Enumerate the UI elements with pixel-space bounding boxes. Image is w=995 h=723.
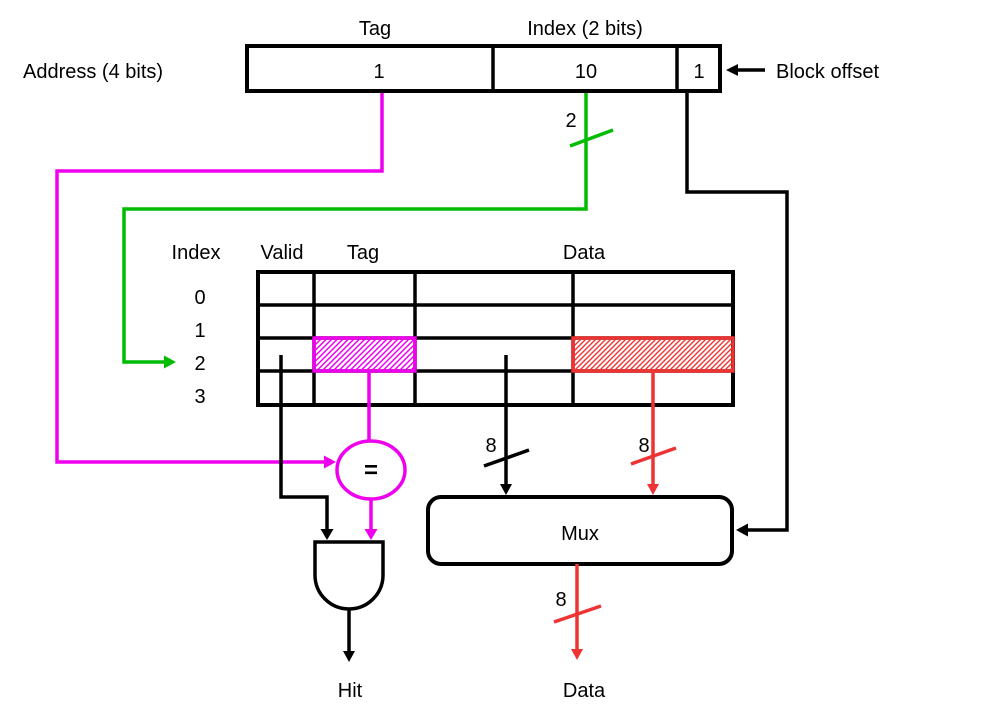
valid-readout-line (279, 355, 329, 529)
data-output-bus (553, 564, 602, 660)
index-bus-width-label: 2 (565, 110, 576, 132)
word0-arrowhead (500, 484, 512, 495)
mux-label: Mux (561, 523, 599, 545)
word1-bus-slash (630, 446, 677, 466)
word1-arrowhead (647, 484, 659, 495)
hit-arrowhead (343, 651, 355, 662)
cache-table (256, 270, 735, 407)
index-row-arrowhead (164, 355, 176, 369)
block-offset-pointer (726, 64, 765, 76)
index-bus-slash (569, 128, 614, 148)
valid-arrowhead (320, 529, 334, 540)
word1-bus (630, 371, 677, 495)
table-header-index: Index (172, 242, 221, 264)
tag-field-value: 1 (373, 61, 384, 83)
comparator (335, 371, 407, 540)
word1-bus-width-label: 8 (638, 435, 649, 457)
mux-box (426, 495, 734, 566)
row-label-1: 1 (194, 320, 205, 342)
word0-bus-slash (483, 448, 530, 468)
hit-label: Hit (338, 680, 363, 702)
address-label: Address (4 bits) (23, 61, 163, 83)
offset-field-value: 1 (693, 61, 704, 83)
and-gate-body (313, 540, 385, 611)
word0-bus-width-label: 8 (485, 435, 496, 457)
selected-data-cell (571, 336, 735, 373)
comparator-symbol: = (364, 457, 378, 484)
output-bus-width-label: 8 (555, 589, 566, 611)
row-label-2-selected: 2 (194, 353, 205, 375)
word0-bus (483, 355, 530, 495)
data-label: Data (563, 680, 606, 702)
table-header-tag: Tag (347, 242, 379, 264)
index-field-header: Index (2 bits) (527, 18, 643, 40)
row-label-0: 0 (194, 287, 205, 309)
tag-field-header: Tag (359, 18, 391, 40)
index-wire (122, 91, 614, 369)
block-offset-wire-path (685, 91, 789, 532)
valid-wire (279, 355, 334, 540)
block-offset-wire (685, 91, 789, 532)
tag-wire-path (55, 91, 384, 464)
data-output-arrowhead (571, 649, 583, 660)
block-offset-label: Block offset (776, 61, 879, 83)
block-offset-pointer-arrowhead (726, 64, 738, 76)
hit-output-wire (343, 609, 355, 662)
mux-select-arrowhead (736, 523, 748, 537)
tag-wire (55, 91, 384, 469)
index-field-value: 10 (575, 61, 597, 83)
address-register (245, 44, 765, 93)
and-gate (313, 540, 385, 611)
data-output-bus-slash (553, 604, 602, 624)
selected-tag-cell (312, 336, 417, 373)
comparator-output-arrowhead (364, 529, 378, 540)
row-label-3: 3 (194, 386, 205, 408)
tag-wire-arrowhead (324, 455, 336, 469)
mux (426, 495, 748, 566)
index-wire-path (122, 91, 588, 364)
table-header-valid: Valid (261, 242, 304, 264)
address-register-box (245, 44, 722, 93)
table-header-data: Data (563, 242, 606, 264)
